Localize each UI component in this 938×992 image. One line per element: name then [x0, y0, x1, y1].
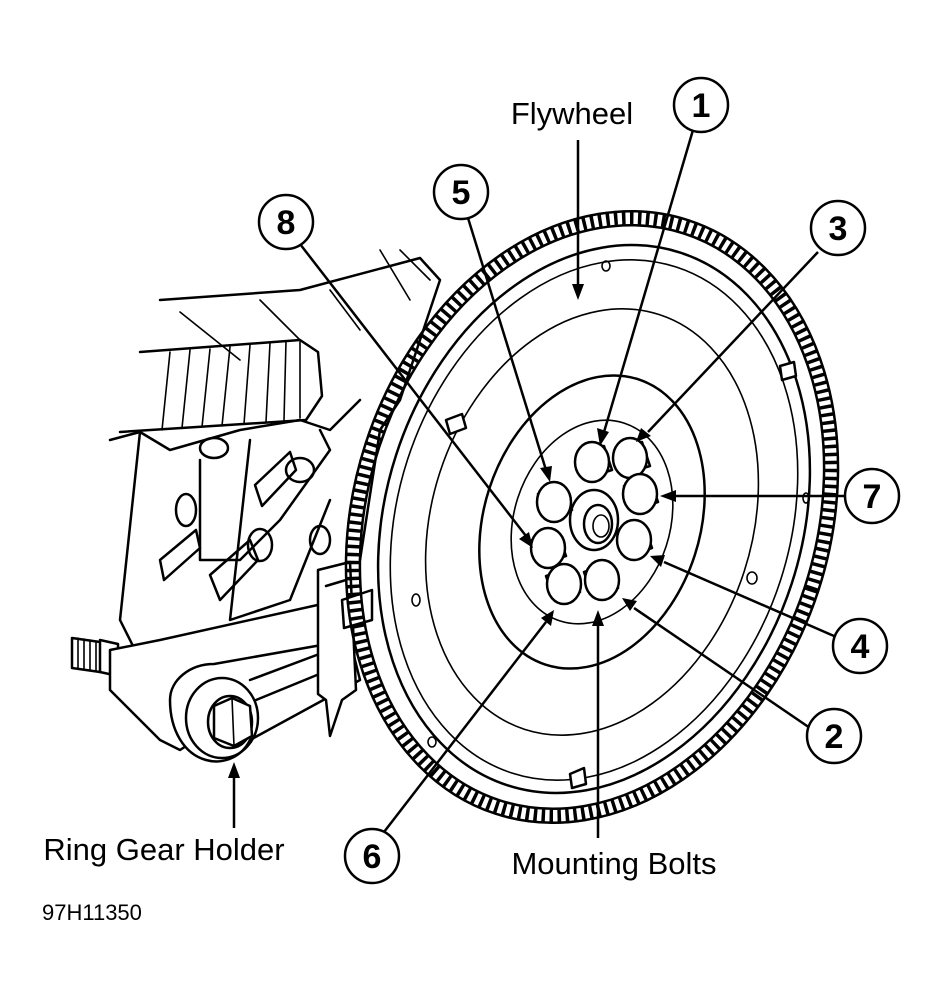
- bolt-1: [573, 440, 614, 484]
- callout-3: 3: [809, 199, 867, 257]
- callout-1-label: 1: [692, 87, 711, 125]
- bolt-6: [544, 562, 583, 606]
- callout-5-label: 5: [452, 174, 471, 212]
- callout-6: 6: [343, 827, 401, 885]
- callout-8: 8: [257, 193, 315, 251]
- flywheel: [344, 210, 840, 824]
- callout-7-label: 7: [863, 478, 882, 516]
- callout-6-label: 6: [363, 838, 382, 876]
- callout-2: 2: [805, 707, 863, 765]
- bolt-7: [621, 472, 660, 516]
- leader-lines: [228, 129, 846, 838]
- figure-id: 97H11350: [42, 900, 142, 925]
- callout-5: 5: [432, 163, 490, 221]
- bolt-5: [535, 480, 574, 524]
- ring-gear-holder-label: Ring Gear Holder: [43, 832, 284, 867]
- crank-hub: [568, 488, 620, 552]
- bolt-2: [582, 558, 621, 602]
- bolt-3: [611, 436, 652, 480]
- mounting-bolts-label: Mounting Bolts: [511, 846, 716, 881]
- mounting-bolts: [529, 436, 660, 606]
- callout-1: 1: [672, 76, 730, 134]
- callout-8-label: 8: [277, 204, 296, 242]
- bolt-8: [529, 526, 568, 570]
- callout-4-label: 4: [851, 628, 870, 666]
- flywheel-label: Flywheel: [511, 96, 633, 131]
- callout-2-label: 2: [825, 718, 844, 756]
- callout-4: 4: [831, 617, 889, 675]
- callout-7: 7: [843, 467, 901, 525]
- callout-3-label: 3: [829, 210, 848, 248]
- bolt-4: [615, 518, 654, 562]
- ring-gear-holder-tool: [70, 560, 374, 763]
